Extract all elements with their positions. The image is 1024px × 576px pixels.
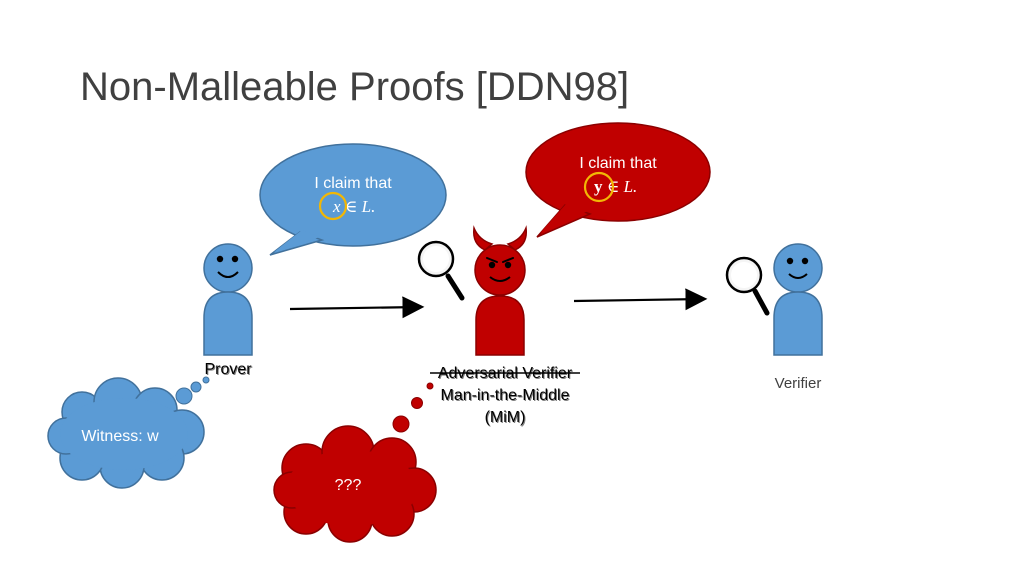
mim-figure: Adversarial Verifier Adversarial Verifie…	[430, 225, 580, 427]
person-icon	[203, 243, 253, 356]
prover-speech-line1: I claim that	[314, 175, 392, 192]
mim-thought-cloud: ???	[273, 425, 437, 543]
prover-thought-dots	[175, 376, 210, 405]
prover-var-highlight	[318, 191, 348, 221]
mim-label-line1-shadow: Man-in-the-Middle	[442, 388, 571, 405]
prover-speech-claim: x ∈ L.	[332, 197, 375, 216]
mim-label-line1: Man-in-the-Middle	[441, 387, 570, 404]
prover-speech-rest: ∈ L.	[341, 197, 376, 216]
mim-label-line2-shadow: (MiM)	[486, 410, 527, 427]
prover-speech-var: x	[332, 197, 341, 216]
mim-speech-line1: I claim that	[579, 155, 657, 172]
verifier-figure: Verifier	[773, 243, 823, 392]
mim-speech-var: y	[594, 177, 603, 196]
devil-right-horn	[506, 225, 528, 251]
mim-label-struck-shadow: Adversarial Verifier	[439, 366, 574, 383]
mim-label-line2: (MiM)	[485, 409, 526, 426]
mim-thought-text: ???	[335, 477, 362, 494]
slide-title: Non-Malleable Proofs [DDN98]	[80, 65, 629, 109]
arrow-prover-to-mim	[289, 296, 425, 319]
magnifier-icon	[725, 256, 770, 316]
devil-left-horn	[472, 225, 494, 251]
person-icon	[773, 243, 823, 356]
mim-var-highlight	[583, 171, 615, 203]
devil-icon	[472, 225, 528, 356]
prover-thought-cloud: Witness: w	[47, 377, 205, 489]
mim-speech-claim: y ∈ L.	[594, 177, 637, 196]
prover-figure: Prover Prover	[203, 243, 253, 379]
prover-label-shadow: Prover	[205, 362, 253, 379]
prover-thought-text: Witness: w	[81, 428, 159, 445]
prover-label: Prover	[204, 361, 252, 378]
magnifier-icon	[417, 240, 465, 301]
mim-thought-dots	[392, 382, 434, 433]
mim-speech-rest: ∈ L.	[603, 177, 638, 196]
arrow-mim-to-verifier	[573, 288, 708, 311]
mim-speech-bubble: I claim that y ∈ L.	[525, 122, 711, 238]
verifier-label: Verifier	[775, 375, 822, 392]
prover-speech-bubble: I claim that x ∈ L.	[259, 143, 447, 256]
